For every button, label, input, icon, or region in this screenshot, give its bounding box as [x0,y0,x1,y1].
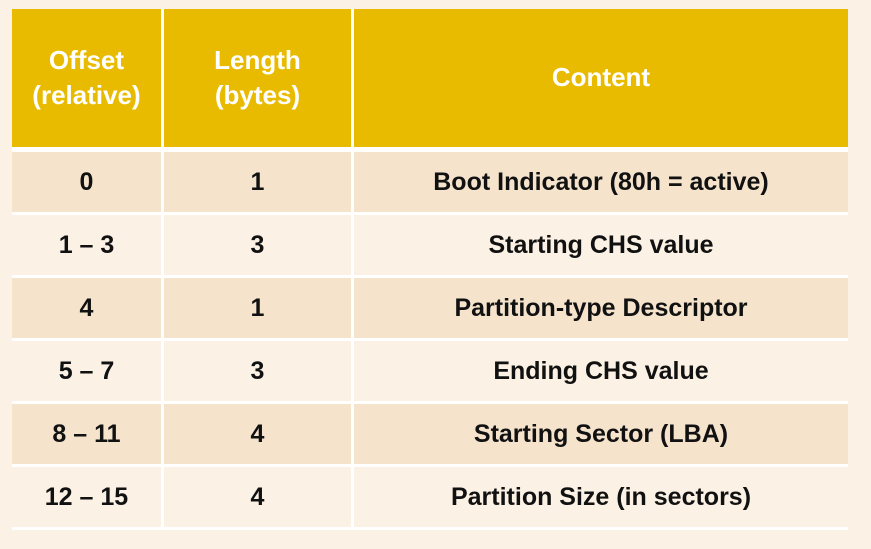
cell-length: 3 [164,215,354,278]
cell-offset: 4 [12,278,164,341]
cell-length: 3 [164,341,354,404]
cell-length: 4 [164,467,354,530]
cell-content: Boot Indicator (80h = active) [354,152,848,215]
cell-content: Partition Size (in sectors) [354,467,848,530]
cell-content: Partition-type Descriptor [354,278,848,341]
cell-length: 1 [164,152,354,215]
header-length: Length (bytes) [164,9,354,152]
cell-content: Starting Sector (LBA) [354,404,848,467]
cell-length: 1 [164,278,354,341]
partition-entry-table: Offset (relative) Length (bytes) Content… [12,9,848,530]
cell-length: 4 [164,404,354,467]
cell-content: Starting CHS value [354,215,848,278]
header-content: Content [354,9,848,152]
cell-offset: 0 [12,152,164,215]
header-offset: Offset (relative) [12,9,164,152]
cell-offset: 5 – 7 [12,341,164,404]
cell-offset: 1 – 3 [12,215,164,278]
cell-content: Ending CHS value [354,341,848,404]
cell-offset: 8 – 11 [12,404,164,467]
cell-offset: 12 – 15 [12,467,164,530]
